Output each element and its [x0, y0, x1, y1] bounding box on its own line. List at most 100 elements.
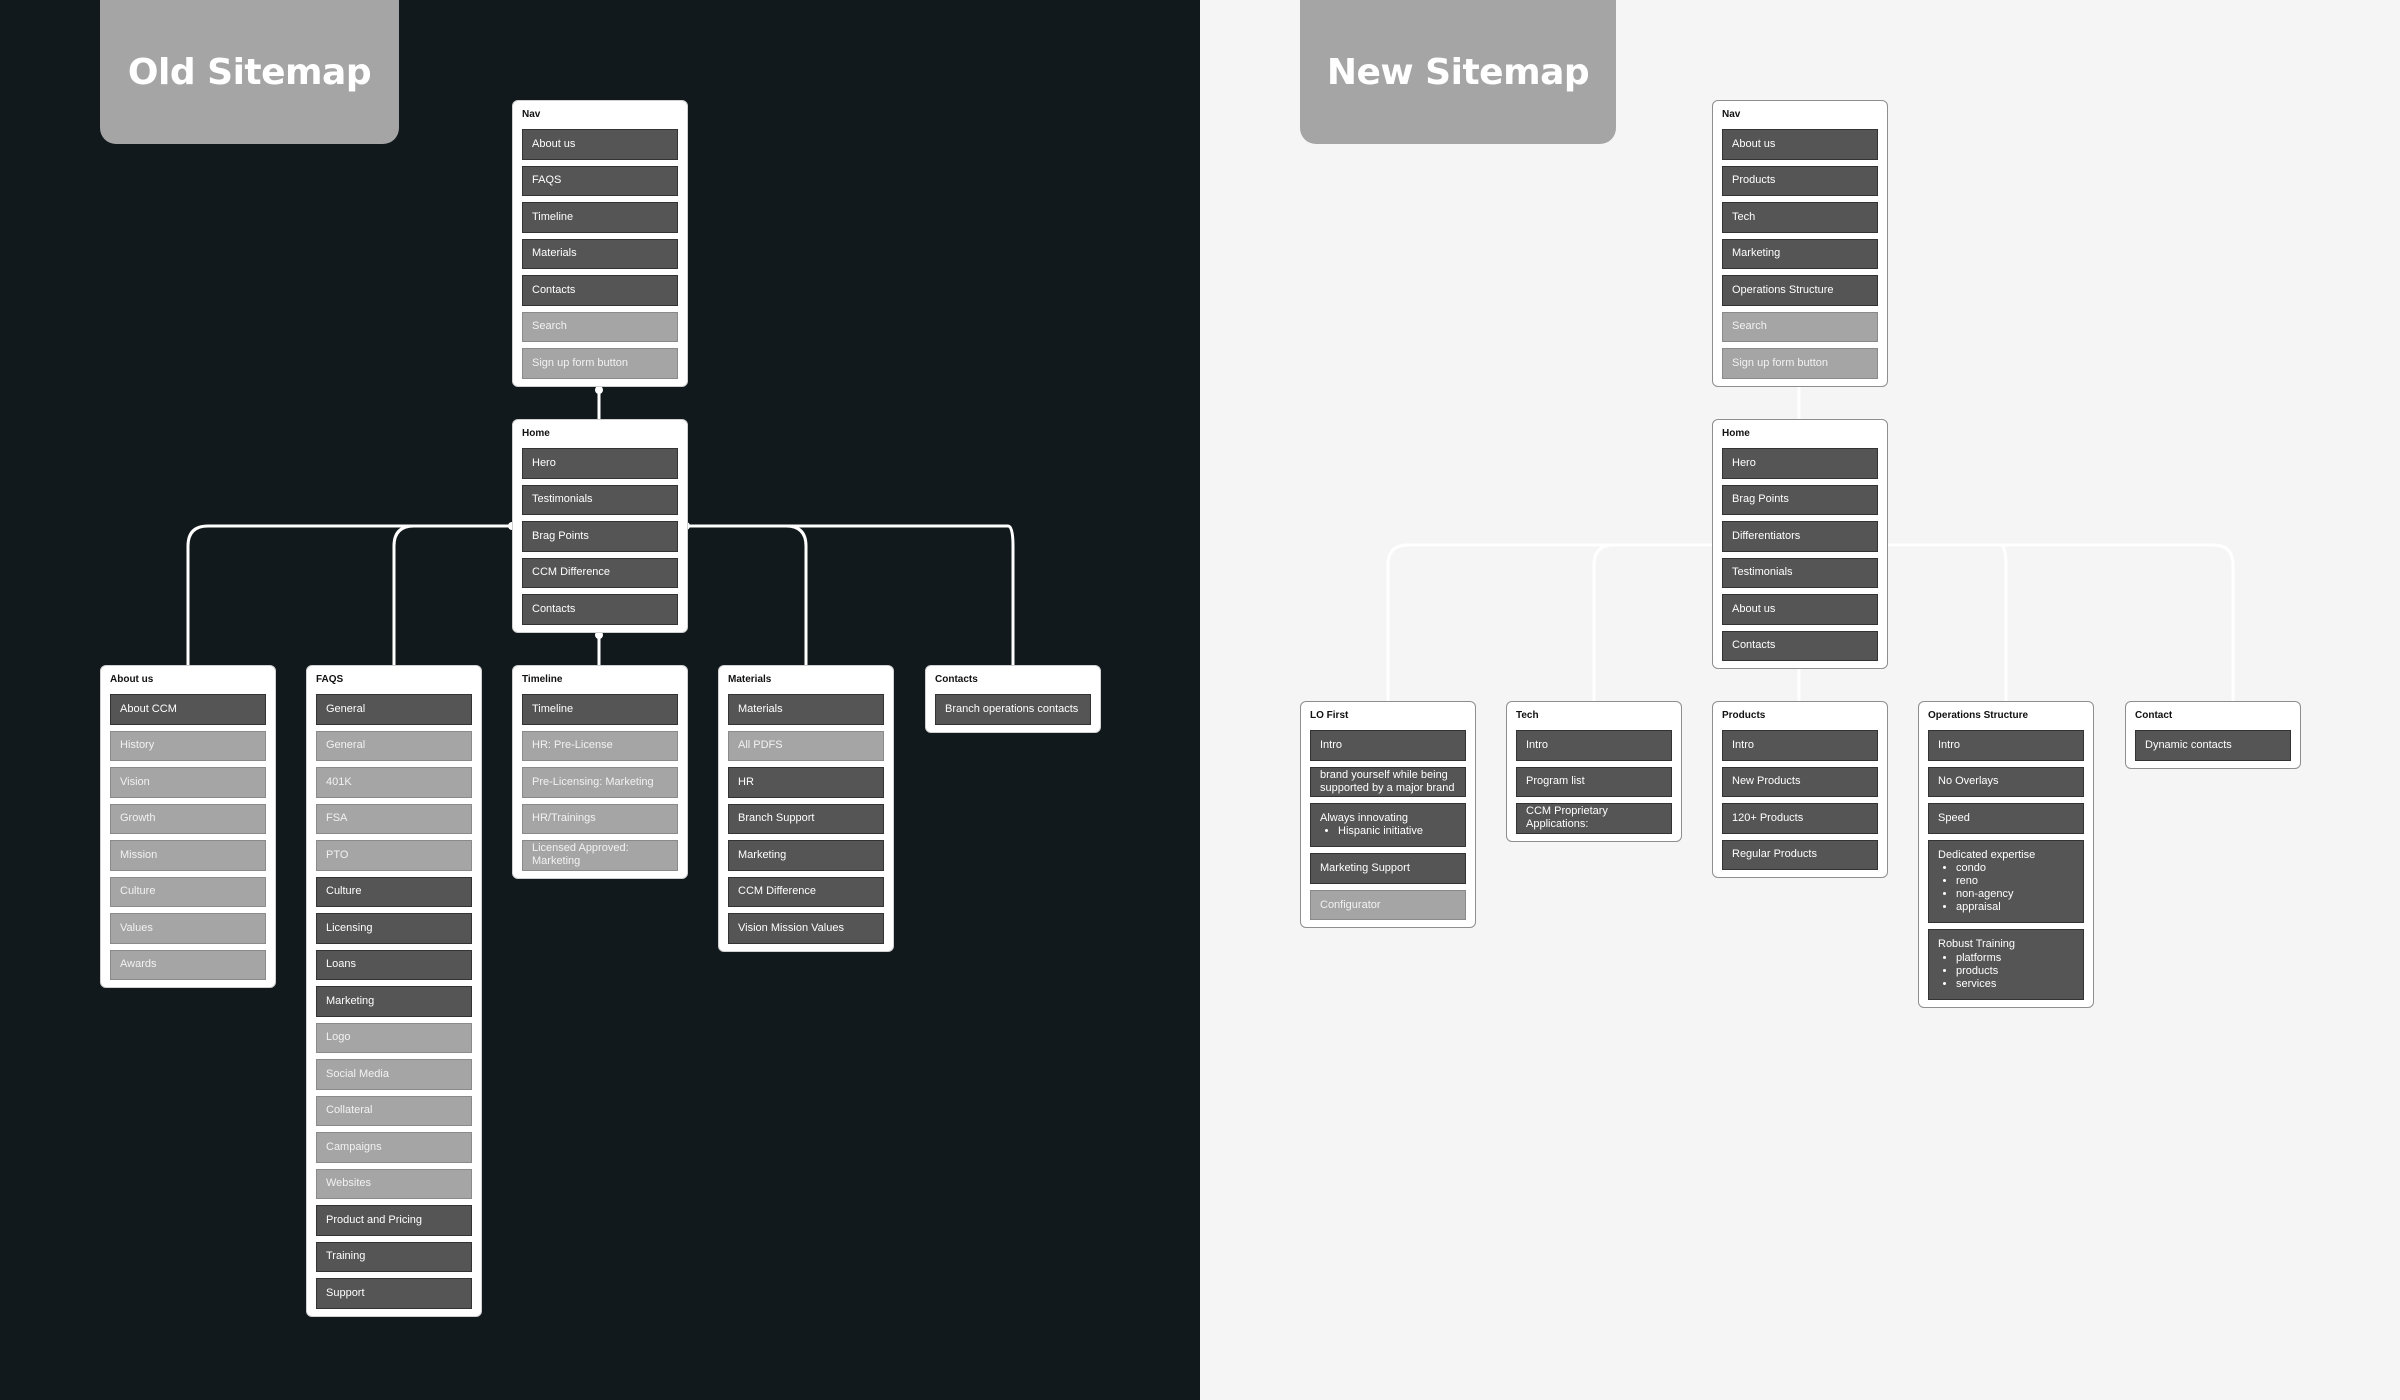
- node-label: Search: [1732, 320, 1767, 333]
- sitemap-node-culture: Culture: [110, 876, 266, 907]
- node-label: History: [120, 739, 155, 752]
- sitemap-node-awards: Awards: [110, 949, 266, 980]
- sitemap-node-training: Training: [316, 1241, 472, 1272]
- sitemap-node-branch-support: Branch Support: [728, 803, 884, 834]
- sitemap-node-timeline: Timeline: [522, 694, 678, 725]
- node-label: Intro: [1320, 738, 1343, 751]
- node-label: Licensing: [326, 921, 373, 934]
- node-label: Materials: [738, 702, 783, 715]
- node-label: Materials: [532, 247, 577, 260]
- node-label: About us: [1732, 602, 1776, 615]
- sitemap-node-mission: Mission: [110, 840, 266, 871]
- node-label: 120+ Products: [1732, 811, 1804, 824]
- box-title: Contact: [2135, 710, 2173, 721]
- sitemap-node-timeline: Timeline: [522, 202, 678, 233]
- node-label: General: [326, 702, 366, 715]
- node-label: Tech: [1732, 210, 1756, 223]
- sitemap-node-marketing: Marketing: [728, 840, 884, 871]
- node-label: Websites: [326, 1177, 372, 1190]
- node-label: All PDFS: [738, 739, 783, 752]
- sitemap-node-collateral: Collateral: [316, 1095, 472, 1126]
- node-label: Values: [120, 921, 153, 934]
- node-label: Vision: [120, 775, 150, 788]
- node-label: Marketing: [738, 848, 787, 861]
- connector-home-right: [686, 524, 1015, 666]
- node-label: Products: [1732, 174, 1776, 187]
- node-label: Search: [532, 320, 567, 333]
- sitemap-node-testimonials: Testimonials: [1722, 557, 1878, 588]
- sitemap-node-120-products: 120+ Products: [1722, 803, 1878, 834]
- node-label: Campaigns: [326, 1140, 382, 1153]
- node-label: Timeline: [532, 210, 574, 223]
- node-label: Testimonials: [532, 493, 593, 506]
- node-label: Brag Points: [532, 529, 589, 542]
- node-label: Robust Training: [1938, 938, 2016, 951]
- node-label: HR: [738, 775, 754, 788]
- node-label: Intro: [1938, 738, 1961, 751]
- node-label: PTO: [326, 848, 349, 861]
- node-label: Configurator: [1320, 898, 1381, 911]
- node-label: Branch operations contacts: [945, 702, 1079, 715]
- node-label: Dynamic contacts: [2145, 738, 2232, 751]
- sitemap-node-products: Products: [1722, 165, 1878, 196]
- node-label: Support: [326, 1286, 365, 1299]
- node-label: brand yourself while being supported by …: [1320, 768, 1455, 794]
- node-label: CCM Difference: [738, 885, 817, 898]
- node-label: Contacts: [532, 602, 576, 615]
- sitemap-node-ccm-proprietary-applications: CCM Proprietary Applications:: [1516, 803, 1672, 834]
- node-bullet: non-agency: [1956, 888, 2014, 901]
- sitemap-node-about-us: About us: [1722, 594, 1878, 625]
- new-sitemap-title: New Sitemap: [1300, 0, 1616, 144]
- sitemap-node-search: Search: [1722, 311, 1878, 342]
- box-title: LO First: [1310, 710, 1349, 721]
- node-label: 401K: [326, 775, 352, 788]
- sitemap-node-licensed-approved-marketing: Licensed Approved: Marketing: [522, 840, 678, 871]
- node-label: Timeline: [532, 702, 574, 715]
- box-title: Nav: [522, 109, 541, 120]
- sitemap-node-pto: PTO: [316, 840, 472, 871]
- box-title: Home: [522, 428, 550, 439]
- sitemap-node-marketing-support: Marketing Support: [1310, 853, 1466, 884]
- box-title: FAQS: [316, 674, 344, 685]
- sitemap-node-intro: Intro: [1722, 730, 1878, 761]
- sitemap-node-401k: 401K: [316, 767, 472, 798]
- sitemap-node-robust-training: Robust Trainingplatformsproductsservices: [1928, 929, 2084, 1001]
- node-label: Testimonials: [1732, 566, 1793, 579]
- node-bullet: Hispanic initiative: [1338, 825, 1423, 838]
- sitemap-node-dedicated-expertise: Dedicated expertisecondorenonon-agencyap…: [1928, 839, 2084, 924]
- sitemap-node-materials: Materials: [728, 694, 884, 725]
- sitemap-node-support: Support: [316, 1278, 472, 1309]
- sitemap-node-about-ccm: About CCM: [110, 694, 266, 725]
- node-label: Dedicated expertise: [1938, 848, 2036, 861]
- sitemap-node-contacts: Contacts: [522, 275, 678, 306]
- sitemap-node-marketing: Marketing: [316, 986, 472, 1017]
- sitemap-node-growth: Growth: [110, 803, 266, 834]
- node-label: Operations Structure: [1732, 283, 1834, 296]
- node-label: Social Media: [326, 1067, 389, 1080]
- box-title: Tech: [1516, 710, 1539, 721]
- box-title: Home: [1722, 428, 1750, 439]
- sitemap-node-product-and-pricing: Product and Pricing: [316, 1205, 472, 1236]
- sitemap-node-hr: HR: [728, 767, 884, 798]
- node-label: Sign up form button: [532, 356, 629, 369]
- node-label: Intro: [1526, 738, 1549, 751]
- node-label: Brag Points: [1732, 493, 1789, 506]
- node-label: About us: [1732, 137, 1776, 150]
- sitemap-node-hero: Hero: [522, 448, 678, 479]
- sitemap-node-brag-points: Brag Points: [1722, 484, 1878, 515]
- node-label: Hero: [532, 456, 556, 469]
- connector-home-contact: [1886, 543, 2235, 702]
- node-label: Contacts: [532, 283, 576, 296]
- sitemap-node-intro: Intro: [1928, 730, 2084, 761]
- connector-home-lo-first: [1386, 543, 1712, 702]
- box-title: Timeline: [522, 674, 563, 685]
- sitemap-node-history: History: [110, 730, 266, 761]
- node-label: Training: [326, 1250, 366, 1263]
- sitemap-node-sign-up-form-button: Sign up form button: [1722, 348, 1878, 379]
- node-label: Growth: [120, 812, 156, 825]
- node-label: Differentiators: [1732, 529, 1801, 542]
